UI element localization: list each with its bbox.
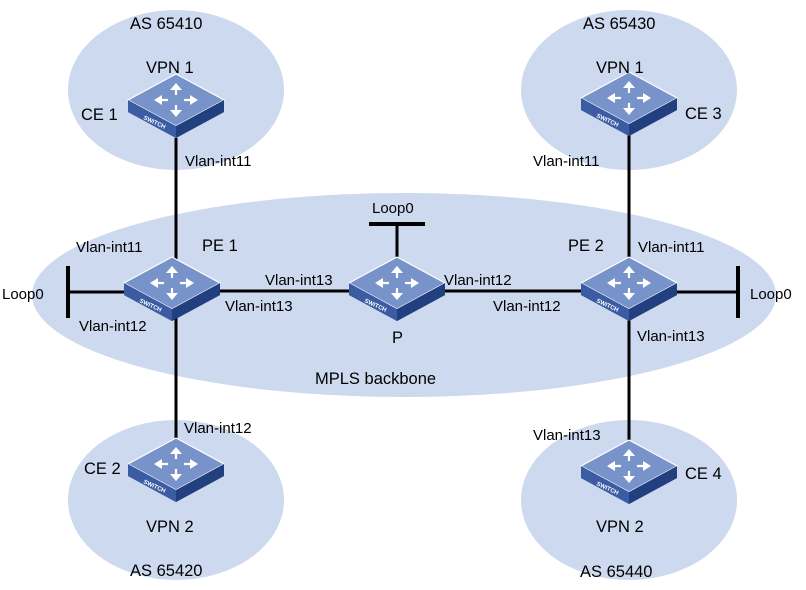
p-name-label: P — [392, 329, 403, 347]
ce1-int11-label: Vlan-int11 — [185, 153, 251, 170]
ce3-name-label: CE 3 — [685, 105, 722, 123]
pe1-int12-label: Vlan-int12 — [79, 318, 147, 335]
p-int13-label: Vlan-int13 — [265, 272, 333, 289]
ce3-int11-label: Vlan-int11 — [533, 153, 599, 170]
ce2-int12-label: Vlan-int12 — [184, 420, 252, 437]
ce4-name-label: CE 4 — [685, 465, 722, 483]
ce2-name-label: CE 2 — [84, 460, 121, 478]
mpls-backbone-label: MPLS backbone — [315, 370, 436, 388]
pe2-name-label: PE 2 — [568, 237, 604, 255]
ce1-name-label: CE 1 — [81, 106, 118, 124]
ce1-vpn-label: VPN 1 — [146, 59, 194, 77]
pe1-loop0-label: Loop0 — [2, 286, 44, 303]
as-65410-label: AS 65410 — [130, 15, 202, 33]
pe2-int11-label: Vlan-int11 — [638, 239, 704, 256]
as-65420-label: AS 65420 — [130, 562, 202, 580]
p-int12-label: Vlan-int12 — [444, 272, 512, 289]
p-loop0-label: Loop0 — [372, 200, 414, 217]
pe1-int11-label: Vlan-int11 — [76, 239, 142, 256]
pe1-int13-label: Vlan-int13 — [225, 298, 293, 315]
ce4-vpn-label: VPN 2 — [596, 518, 644, 536]
loopback-bars — [66, 222, 740, 318]
links — [68, 135, 738, 455]
pe2-int13-label: Vlan-int13 — [637, 328, 705, 345]
ce4-int13-label: Vlan-int13 — [533, 427, 601, 444]
ce2-vpn-label: VPN 2 — [146, 518, 194, 536]
ce3-vpn-label: VPN 1 — [596, 59, 644, 77]
pe2-loop0-label: Loop0 — [750, 286, 792, 303]
pe1-name-label: PE 1 — [202, 237, 238, 255]
pe2-int12-label: Vlan-int12 — [493, 298, 561, 315]
as-65440-label: AS 65440 — [580, 563, 652, 581]
as-65430-label: AS 65430 — [583, 15, 655, 33]
